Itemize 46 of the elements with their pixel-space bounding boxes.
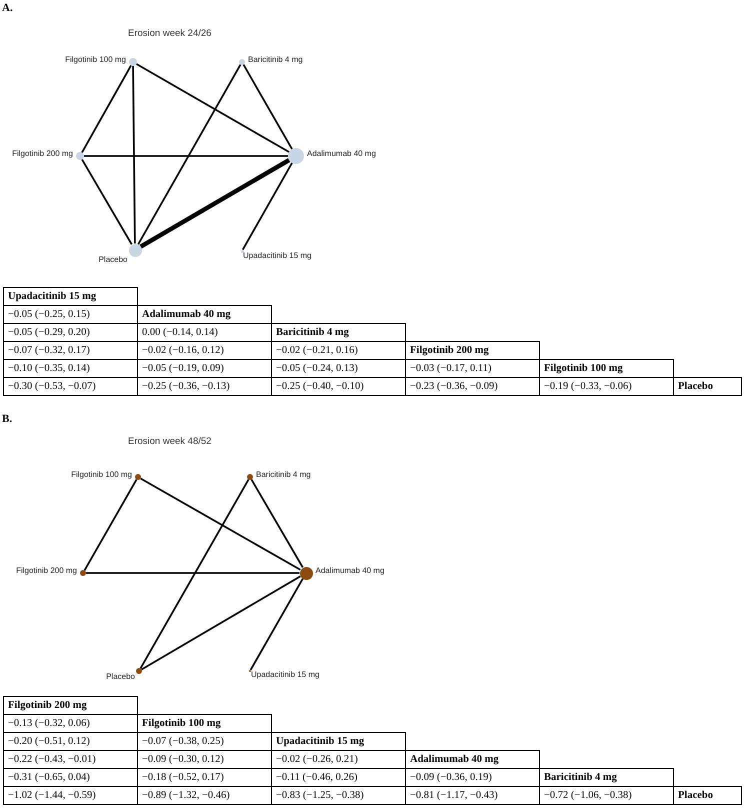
node-label: Baricitinib 4 mg [248,55,303,64]
treatment-header: Placebo [673,377,742,396]
treatment-header: Filgotinib 100 mg [137,714,272,733]
panel-letter: A. [2,2,13,14]
node-label: Filgotinib 100 mg [71,470,132,479]
node-label: Adalimumab 40 mg [316,566,384,575]
treatment-header: Adalimumab 40 mg [405,750,540,769]
node-label: Baricitinib 4 mg [256,470,311,479]
network-line [86,572,300,574]
network-line [141,576,301,670]
network-line [81,159,132,245]
network-line [84,155,288,157]
network-title: Erosion week 48/52 [128,436,212,447]
node-label: Upadacitinib 15 mg [243,250,312,260]
treatment-header: Placebo [673,786,742,805]
network-line [242,64,293,150]
table-cell: −0.30 (−0.53, −0.07) [3,377,138,396]
treatment-header: Filgotinib 200 mg [405,341,540,360]
network-line [132,66,136,244]
node-label: Placebo [106,672,135,681]
network-title: Erosion week 24/26 [128,28,212,39]
treatment-header: Filgotinib 100 mg [539,359,674,378]
network-line [81,65,132,153]
treatment-header: Filgotinib 200 mg [3,696,138,715]
treatment-header: Adalimumab 40 mg [137,305,272,324]
network-line [140,479,250,669]
treatment-header: Upadacitinib 15 mg [271,732,406,751]
network-line [242,162,293,250]
node-label: Placebo [98,254,128,264]
treatment-header: Baricitinib 4 mg [271,323,406,342]
node-label: Filgotinib 100 mg [65,55,126,64]
network-line [250,479,304,568]
treatment-header: Baricitinib 4 mg [539,768,674,787]
node-label: Filgotinib 200 mg [16,566,77,575]
network-line [140,478,301,571]
network-line [84,479,138,571]
network-line [250,578,304,670]
table-cell: −1.02 (−1.44, −0.59) [3,786,138,805]
network-line [139,158,290,249]
network-line [136,63,290,153]
node-label: Upadacitinib 15 mg [250,670,320,680]
network-line [137,64,242,245]
node-label: Adalimumab 40 mg [307,149,376,158]
node-label: Filgotinib 200 mg [12,149,73,158]
treatment-header: Upadacitinib 15 mg [3,287,138,306]
panel-letter: B. [2,413,12,425]
